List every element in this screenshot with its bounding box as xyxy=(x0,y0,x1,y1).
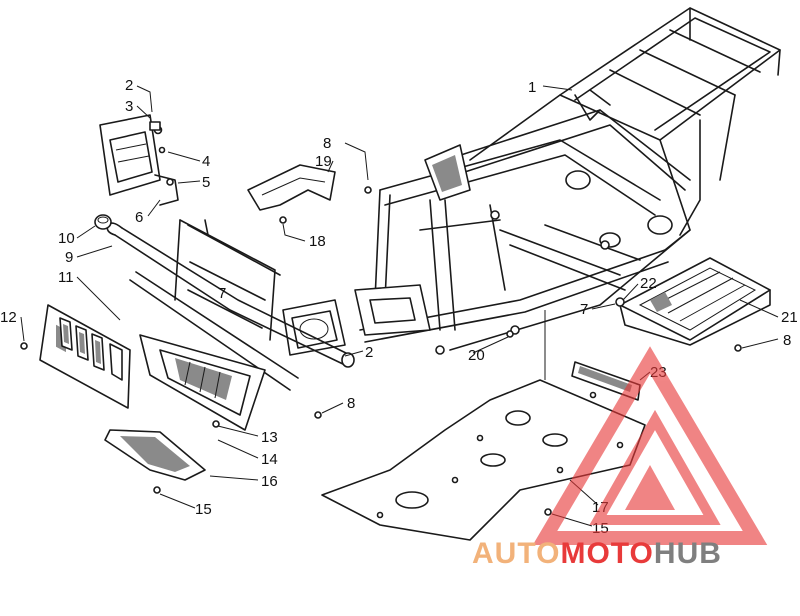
callout-12: 12 xyxy=(0,309,17,326)
callout-18: 18 xyxy=(309,233,326,250)
callout-1: 1 xyxy=(528,79,536,96)
callout-2: 2 xyxy=(125,77,133,94)
brand-auto: AUTO xyxy=(472,537,560,570)
callout-5: 5 xyxy=(202,174,210,191)
callout-9: 9 xyxy=(65,249,73,266)
callout-4: 4 xyxy=(202,153,210,170)
callout-7: 7 xyxy=(218,285,226,302)
callout-8: 8 xyxy=(347,395,355,412)
callout-19: 19 xyxy=(315,153,332,170)
callout-13: 13 xyxy=(261,429,278,446)
lower-grille xyxy=(139,334,266,431)
callout-6: 6 xyxy=(135,209,143,226)
callout-8: 8 xyxy=(323,135,331,152)
callout-11: 11 xyxy=(58,269,74,286)
svg-text:AUTOMOTOHUB: AUTOMOTOHUB xyxy=(472,537,722,570)
callout-2: 2 xyxy=(365,344,373,361)
headlight-upper xyxy=(99,114,179,206)
watermark-text: AUTOMOTOHUB xyxy=(472,537,722,570)
callout-3: 3 xyxy=(125,98,133,115)
front-panel xyxy=(39,304,131,409)
callout-8: 8 xyxy=(783,332,791,349)
callout-16: 16 xyxy=(261,473,278,490)
support-bar-23 xyxy=(571,361,641,401)
callout-15: 15 xyxy=(195,501,212,518)
main-frame xyxy=(354,7,781,355)
headlight-lower xyxy=(282,299,346,356)
brand-moto: MOTO xyxy=(560,537,653,570)
footrest xyxy=(615,257,771,352)
callout-21: 21 xyxy=(781,309,798,326)
callout-20: 20 xyxy=(468,347,485,364)
bumper-tube xyxy=(106,222,355,391)
watermark-logo xyxy=(532,346,768,545)
callout-22: 22 xyxy=(640,275,657,292)
bolt-3 xyxy=(149,121,161,131)
grommet-10 xyxy=(94,214,112,230)
callout-14: 14 xyxy=(261,451,278,468)
fasteners xyxy=(20,330,514,419)
callout-7: 7 xyxy=(580,301,588,318)
callout-10: 10 xyxy=(58,230,75,247)
small-skid-plate xyxy=(104,420,220,494)
brand-hub: HUB xyxy=(654,537,722,570)
front-bracket-19 xyxy=(247,164,372,224)
main-skid-plate xyxy=(321,379,646,541)
